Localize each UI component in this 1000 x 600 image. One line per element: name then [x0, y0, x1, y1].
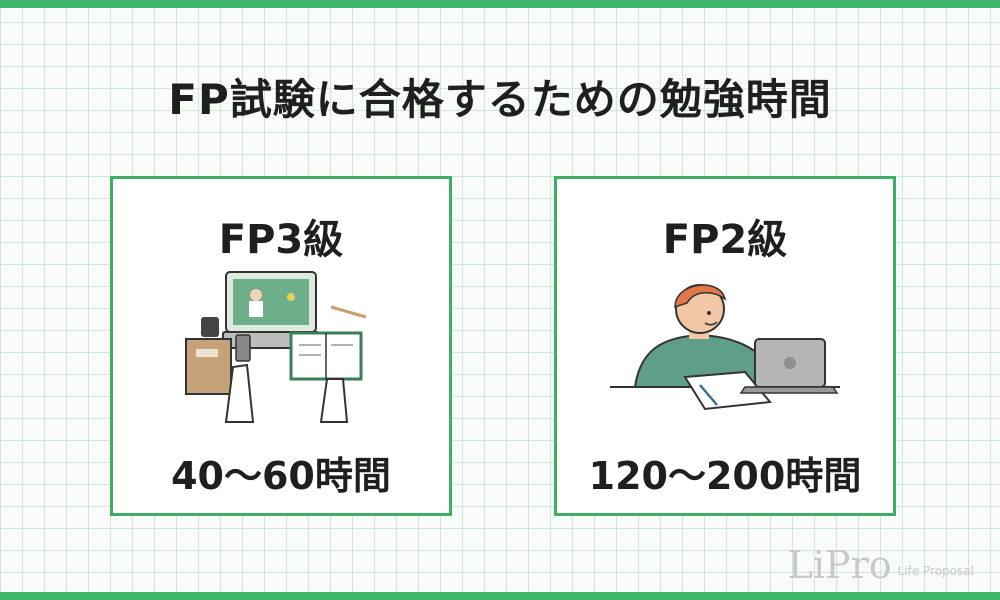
card-fp2: FP2級 120〜200時間	[554, 176, 896, 516]
lipro-logo: LiPro Life Proposal	[788, 546, 974, 584]
logo-brand: LiPro	[787, 543, 892, 587]
card-label: FP2級	[662, 217, 788, 263]
student-laptop-illustration	[610, 284, 840, 411]
study-desk-illustration	[185, 271, 367, 423]
page-title: FP試験に合格するための勉強時間	[168, 75, 832, 124]
study-hours: 40〜60時間	[171, 454, 391, 498]
top-accent-bar	[0, 0, 1000, 8]
card-fp3: FP3級 40〜60時間	[110, 176, 452, 516]
logo-tagline: Life Proposal	[897, 564, 974, 578]
study-hours: 120〜200時間	[588, 454, 862, 498]
card-label: FP3級	[218, 217, 344, 263]
bottom-accent-bar	[0, 592, 1000, 600]
